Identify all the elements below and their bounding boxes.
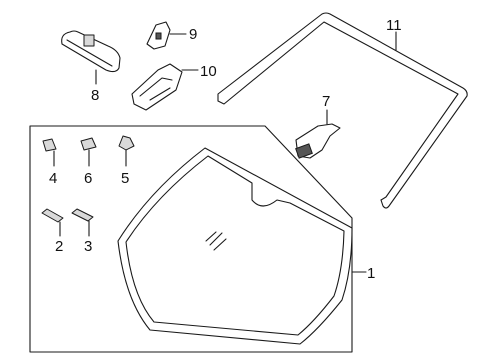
cover-10-group — [131, 63, 199, 111]
spacer-3-group — [71, 208, 94, 237]
callout-2: 2 — [55, 238, 63, 255]
callout-4: 4 — [49, 170, 57, 187]
windshield-glass-inner — [125, 155, 345, 336]
callout-3: 3 — [84, 238, 92, 255]
moulding-outer — [217, 12, 468, 209]
sensor-7-connector — [295, 143, 313, 159]
callout-8: 8 — [91, 87, 99, 104]
clip-6-body — [80, 137, 97, 151]
windshield-glass-outer — [117, 147, 353, 345]
spacer-3-body — [71, 208, 94, 222]
cover-10-body — [131, 63, 183, 111]
clip-4-group — [42, 138, 57, 167]
clip-6-group — [80, 137, 97, 167]
callout-9: 9 — [189, 26, 197, 43]
bracket-9-group — [146, 21, 187, 50]
callout-5: 5 — [121, 170, 129, 187]
callout-10: 10 — [200, 63, 217, 80]
mirror-group — [61, 30, 121, 85]
callout-6: 6 — [84, 170, 92, 187]
callout-7: 7 — [322, 93, 330, 110]
moulding-inner — [217, 21, 459, 201]
mirror-mount — [83, 34, 95, 47]
cover-10-detail — [139, 77, 173, 101]
spacer-2-body — [41, 208, 64, 223]
windshield-glass-group — [29, 125, 367, 353]
callout-1: 1 — [367, 265, 375, 282]
bracket-9-slot — [155, 32, 162, 40]
glass-reflection-mark — [205, 231, 227, 251]
clip-4-body — [42, 138, 57, 152]
callout-11: 11 — [386, 17, 402, 34]
clip-5-body — [118, 135, 135, 151]
sensor-7-group — [295, 109, 341, 159]
spacer-2-group — [41, 208, 64, 237]
mirror-body — [61, 30, 121, 73]
mirror-face — [66, 39, 113, 67]
assembly-box — [29, 125, 353, 353]
clip-5-group — [118, 135, 135, 167]
moulding-group — [217, 12, 468, 209]
